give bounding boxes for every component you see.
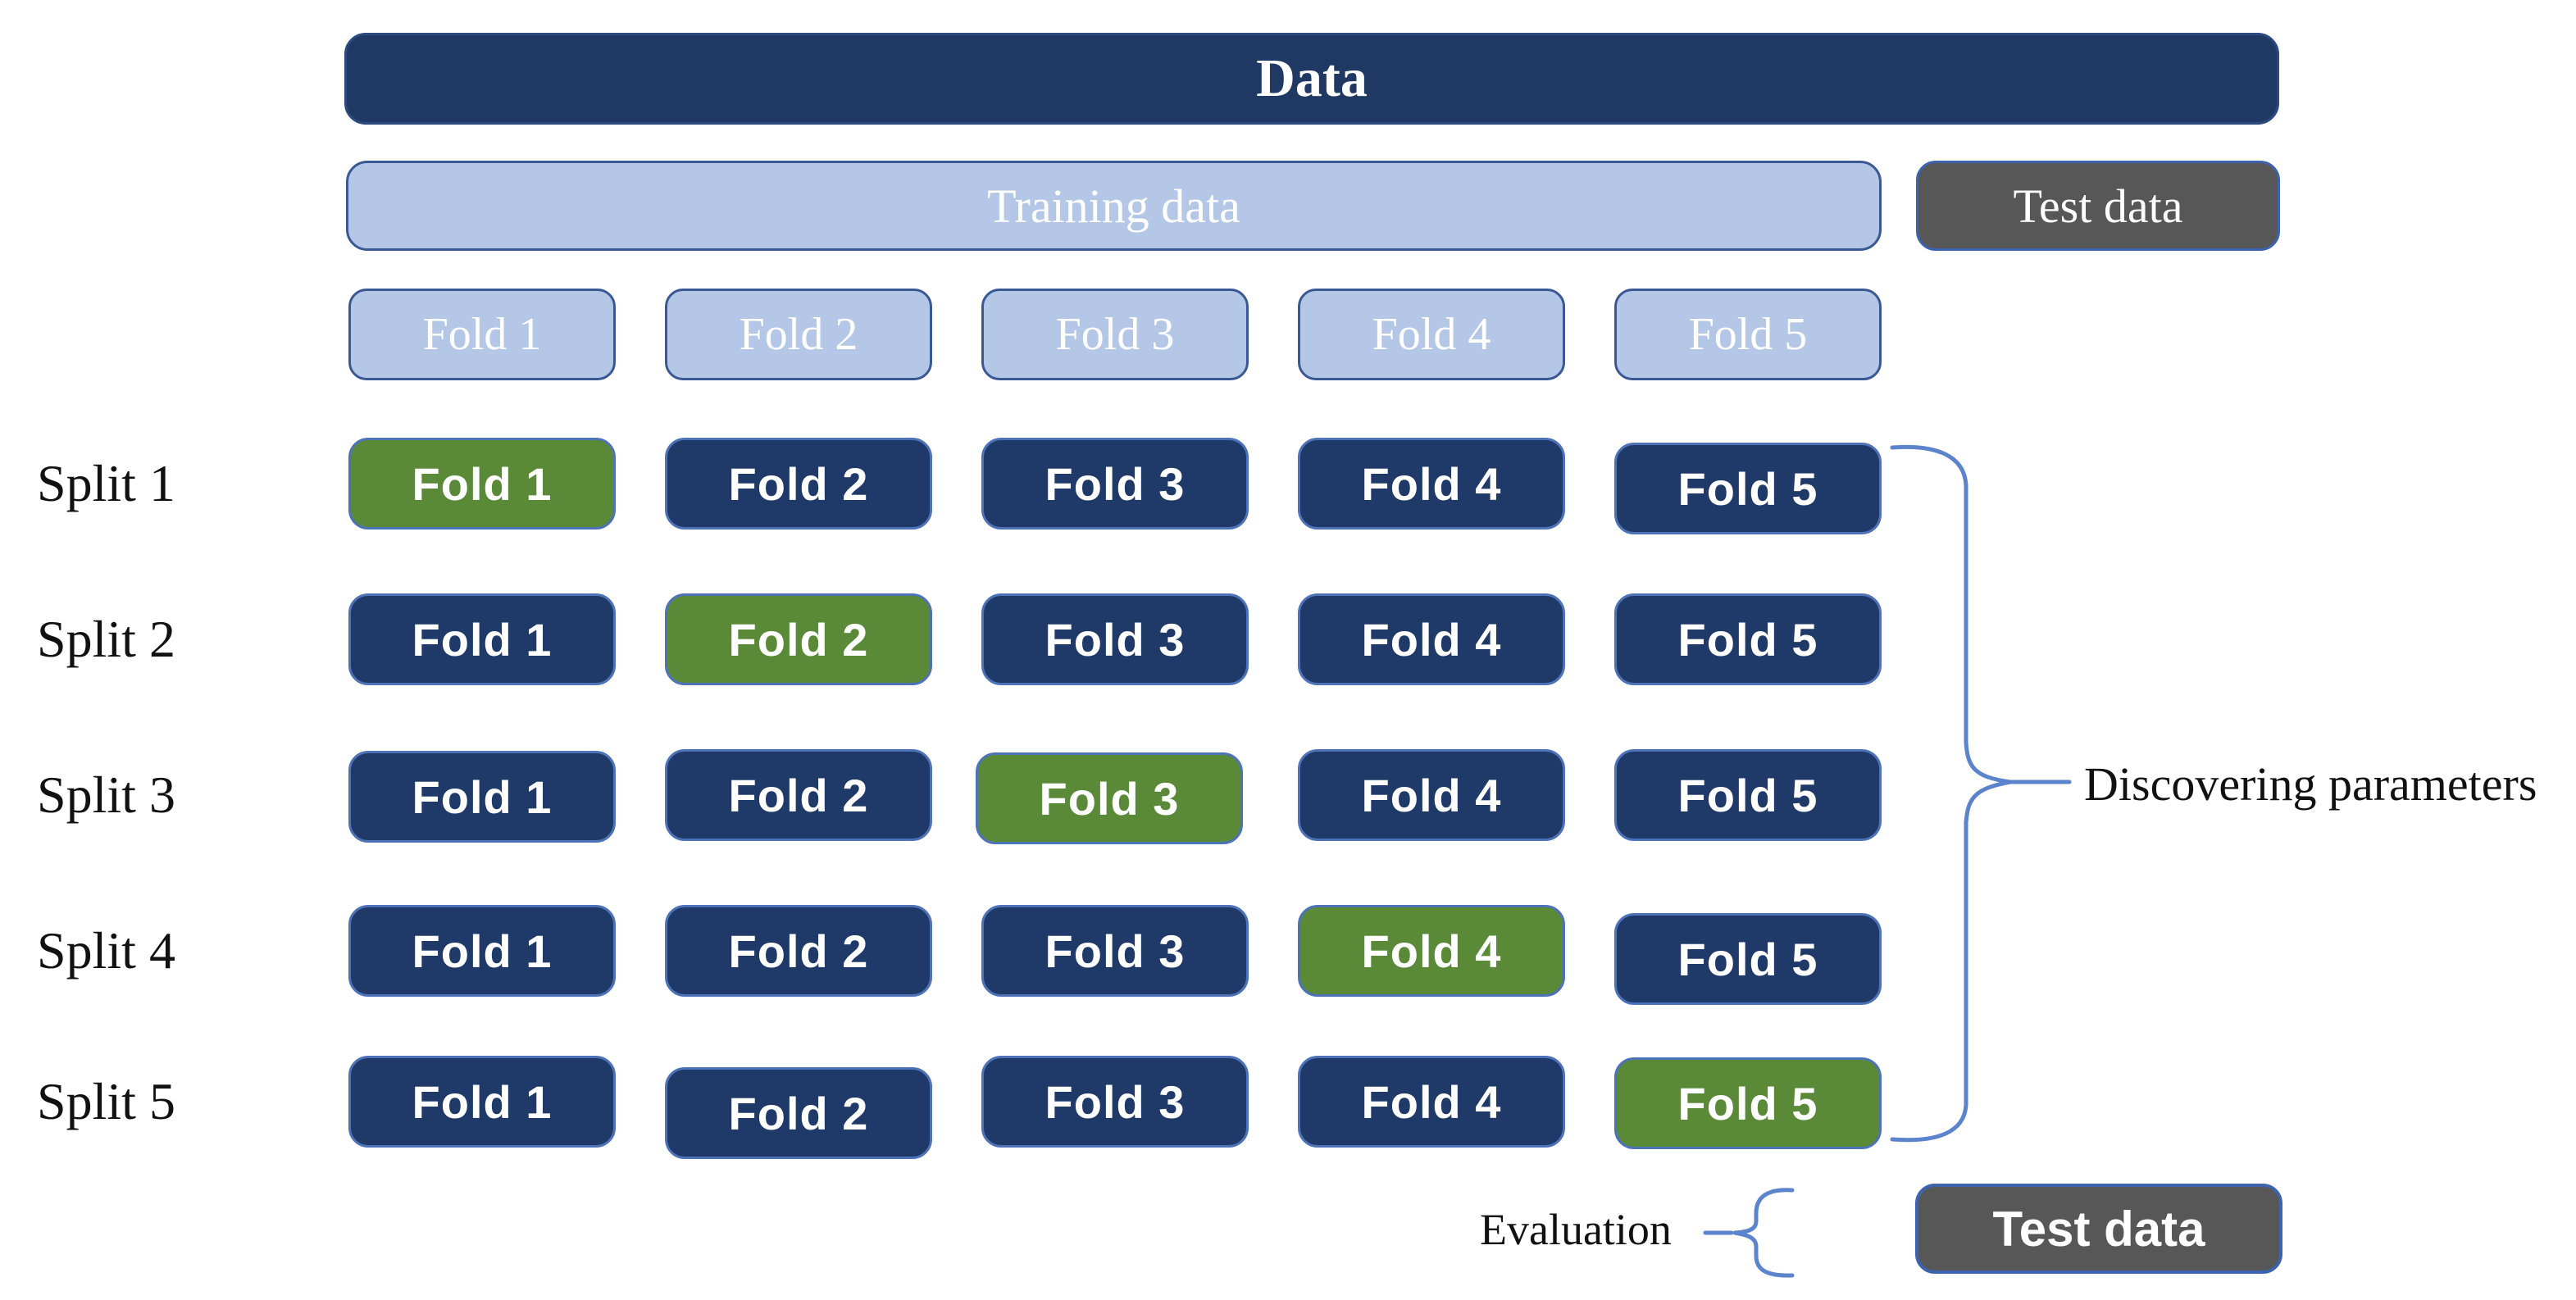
split-3-fold-3-box: Fold 3 xyxy=(976,752,1243,844)
discovering-brace-icon xyxy=(1890,444,2013,1143)
split-1-fold-5-box: Fold 5 xyxy=(1614,443,1882,534)
data-bar: Data xyxy=(344,33,2279,125)
split-1-fold-3-box: Fold 3 xyxy=(981,438,1249,530)
fold-header-1-box: Fold 1 xyxy=(348,289,616,380)
fold-header-2-box: Fold 2 xyxy=(665,289,932,380)
split-3-label: Split 3 xyxy=(37,766,175,824)
split-1-fold-4-box: Fold 4 xyxy=(1298,438,1565,530)
evaluation-brace-icon xyxy=(1732,1188,1795,1278)
split-5-fold-5-box: Fold 5 xyxy=(1614,1057,1882,1149)
split-3-fold-5-box: Fold 5 xyxy=(1614,749,1882,841)
training-data-bar: Training data xyxy=(346,161,1882,251)
split-2-fold-3-box: Fold 3 xyxy=(981,593,1249,685)
split-4-label: Split 4 xyxy=(37,921,175,980)
split-2-fold-1-box: Fold 1 xyxy=(348,593,616,685)
evaluation-label: Evaluation xyxy=(1480,1205,1672,1254)
split-1-fold-2-box: Fold 2 xyxy=(665,438,932,530)
fold-header-3-box: Fold 3 xyxy=(981,289,1249,380)
split-5-label: Split 5 xyxy=(37,1072,175,1130)
discovering-parameters-label: Discovering parameters xyxy=(2084,757,2537,811)
split-4-fold-4-box: Fold 4 xyxy=(1298,905,1565,997)
split-4-fold-3-box: Fold 3 xyxy=(981,905,1249,997)
split-2-label: Split 2 xyxy=(37,610,175,668)
test-data-bottom-box: Test data xyxy=(1915,1184,2282,1274)
fold-header-4-box: Fold 4 xyxy=(1298,289,1565,380)
split-3-fold-1-box: Fold 1 xyxy=(348,751,616,843)
split-5-fold-2-box: Fold 2 xyxy=(665,1067,932,1159)
split-1-label: Split 1 xyxy=(37,454,175,512)
split-3-fold-2-box: Fold 2 xyxy=(665,749,932,841)
split-5-fold-3-box: Fold 3 xyxy=(981,1056,1249,1148)
test-data-top-box: Test data xyxy=(1916,161,2280,251)
split-2-fold-5-box: Fold 5 xyxy=(1614,593,1882,685)
split-4-fold-2-box: Fold 2 xyxy=(665,905,932,997)
split-2-fold-2-box: Fold 2 xyxy=(665,593,932,685)
fold-header-5-box: Fold 5 xyxy=(1614,289,1882,380)
split-5-fold-1-box: Fold 1 xyxy=(348,1056,616,1148)
split-5-fold-4-box: Fold 4 xyxy=(1298,1056,1565,1148)
split-2-fold-4-box: Fold 4 xyxy=(1298,593,1565,685)
split-4-fold-5-box: Fold 5 xyxy=(1614,913,1882,1005)
split-4-fold-1-box: Fold 1 xyxy=(348,905,616,997)
split-3-fold-4-box: Fold 4 xyxy=(1298,749,1565,841)
split-1-fold-1-box: Fold 1 xyxy=(348,438,616,530)
